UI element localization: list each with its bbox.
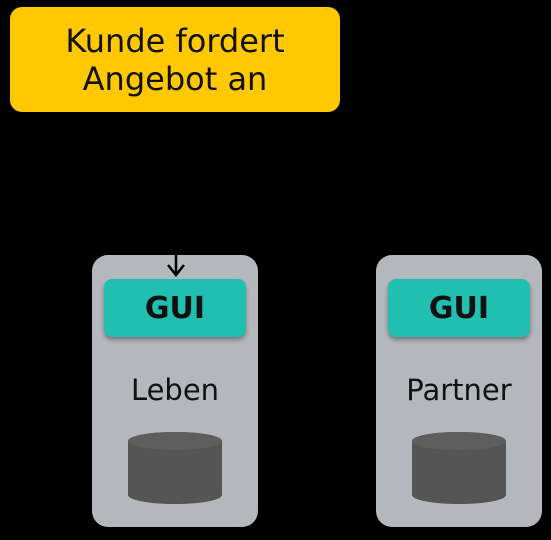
trigger-label-line2: Angebot an [82,59,268,98]
system-partner: GUI Partner [376,255,542,527]
gui-leben: GUI [104,279,246,337]
gui-partner: GUI [388,279,530,337]
system-label-partner: Partner [406,373,512,407]
system-label-leben: Leben [130,373,220,407]
database-partner-icon [412,432,506,504]
system-leben: GUI Leben [92,255,258,527]
flow-arrow-icon [167,252,185,278]
trigger-label-line1: Kunde fordert [65,21,285,60]
database-leben-icon [128,432,222,504]
trigger-box: Kunde fordert Angebot an [10,7,340,112]
